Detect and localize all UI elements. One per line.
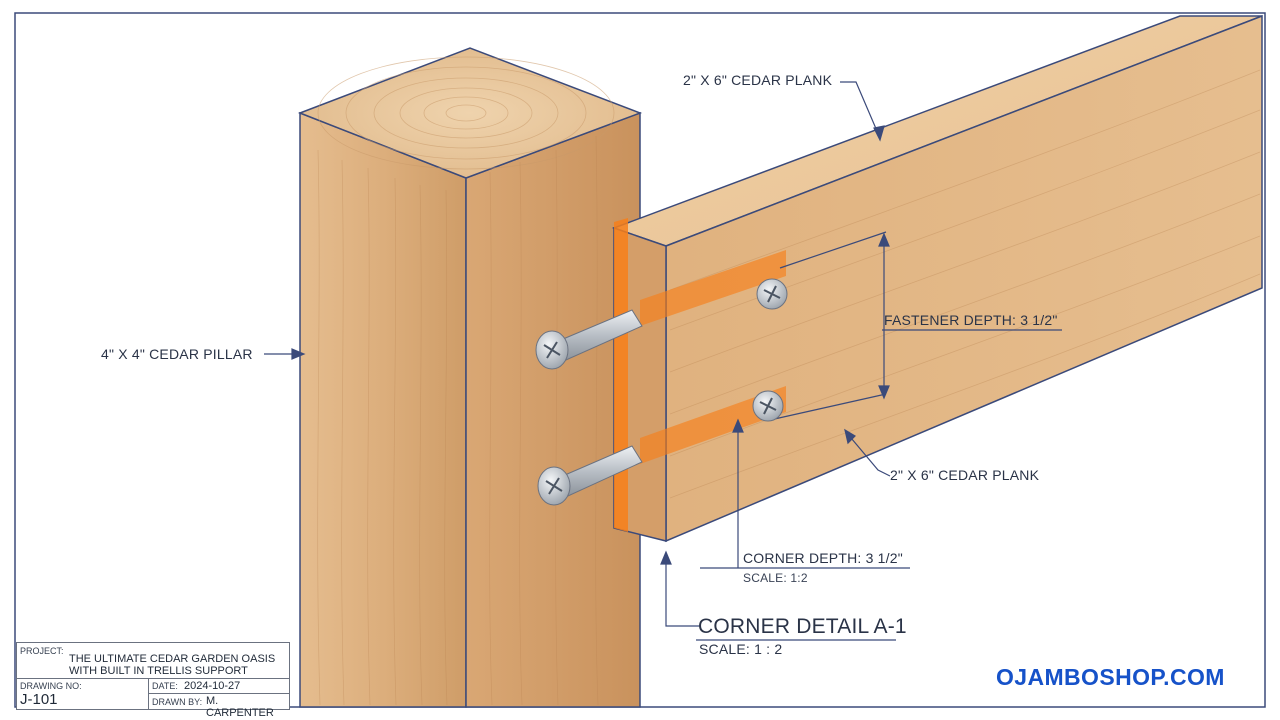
drawing-no-label: DRAWING NO: [20,681,82,691]
adhesive-band-lower [640,386,786,464]
date-label: DATE: [152,681,178,691]
adhesive-joint-strip [614,218,628,532]
project-line-1: THE ULTIMATE CEDAR GARDEN OASIS [69,653,276,665]
lag-bolt-lower [537,445,643,506]
drawn-by-value: M. CARPENTER [206,695,274,719]
plank-grain-lines [669,69,1261,499]
brand-watermark: OJAMBOSHOP.COM [996,664,1225,690]
date-value: 2024-10-27 [184,680,241,692]
callout-pillar: 4" X 4" CEDAR PILLAR [101,346,253,362]
end-grain-rings [317,56,615,170]
fastener-depth-extension-top [779,231,887,269]
leader-plank-top-arrow [873,125,885,142]
pillar-front-face [299,111,467,708]
callout-corner-scale: SCALE: 1:2 [743,571,808,585]
dimension-lines [264,81,1062,641]
leader-pillar-arrow [291,348,306,360]
leader-plank-bottom [845,431,891,477]
leader-detail-arrow [660,550,672,565]
leader-plank-bottom-arrow [844,428,856,445]
title-block-date: DATE: 2024-10-27 [149,679,289,694]
lag-bolt-upper [535,309,643,370]
cedar-pillar [297,47,643,708]
dim-arrow-up [878,232,890,247]
project-line-2: WITH BUILT IN TRELLIS SUPPORT [69,665,248,677]
detail-scale: SCALE: 1 : 2 [699,641,783,657]
callout-fastener-depth: FASTENER DEPTH: 3 1/2" [884,312,1058,328]
callout-corner-depth: CORNER DEPTH: 3 1/2" [743,550,903,566]
title-block-drawing-no: DRAWING NO: J-101 [17,679,149,709]
screw-lower [752,390,784,422]
title-block-drawn-by: DRAWN BY: M. CARPENTER [149,694,289,719]
leader-detail [665,556,700,627]
callout-plank-bottom: 2" X 6" CEDAR PLANK [890,467,1040,483]
pillar-end-grain [297,47,643,179]
leader-corner-depth-arrow [732,418,744,433]
project-label: PROJECT: [20,646,64,656]
detail-title: CORNER DETAIL A-1 [698,615,907,638]
drawn-by-label: DRAWN BY: [152,697,203,707]
title-block-project-row: PROJECT: THE ULTIMATE CEDAR GARDEN OASIS… [17,643,289,679]
dim-arrow-down [878,385,890,400]
pillar-grain-lines [317,135,599,706]
screw-upper [756,278,788,310]
leader-plank-top [840,81,881,139]
drawing-no-value: J-101 [20,691,58,708]
adhesive-band-upper [640,250,786,326]
fastener-depth-extension-bottom [769,393,887,421]
callout-plank-top: 2" X 6" CEDAR PLANK [683,72,833,88]
title-block: PROJECT: THE ULTIMATE CEDAR GARDEN OASIS… [16,642,290,719]
